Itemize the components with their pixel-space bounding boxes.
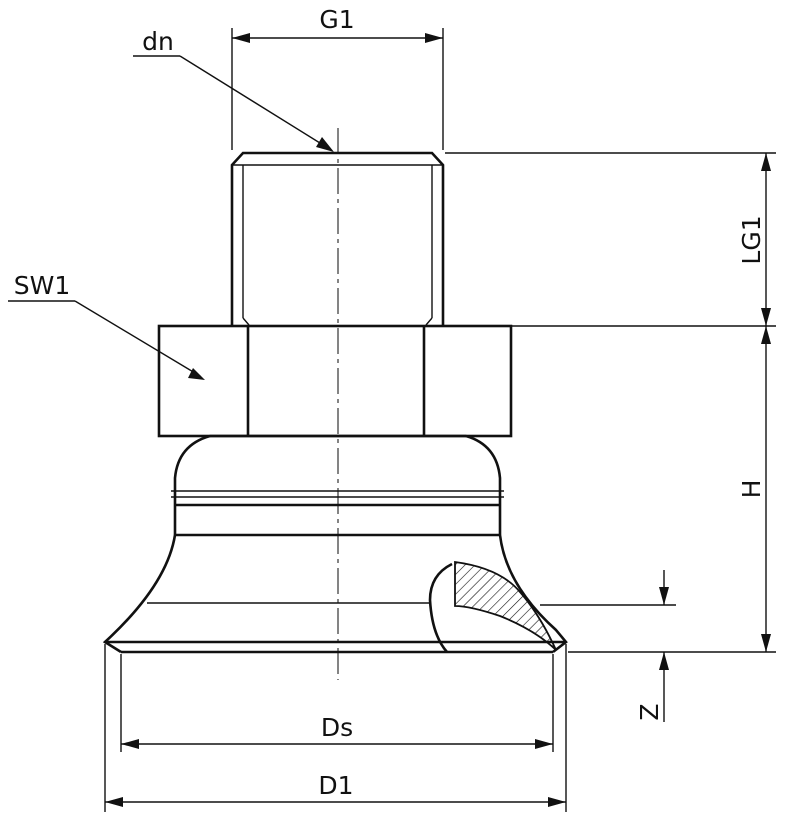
suction-cup-body [102,434,568,654]
label-sw1: SW1 [14,271,71,300]
dimension-h: H [568,326,776,653]
hex-nut [157,324,513,438]
label-d1: D1 [318,771,353,800]
dimension-g1: G1 [231,5,444,150]
dimension-lg1: LG1 [445,152,776,327]
label-lg1: LG1 [737,215,766,264]
label-dn: dn [142,27,174,56]
dimension-d1: D1 [104,644,567,812]
dimension-z: Z [540,570,676,722]
label-z: Z [635,703,664,720]
label-h: H [737,480,766,499]
label-g1: G1 [319,5,354,34]
threaded-connector [230,151,445,326]
dimension-ds: Ds [120,654,554,752]
leader-sw1: SW1 [8,271,205,380]
leader-dn: dn [133,27,334,152]
label-ds: Ds [321,713,353,742]
